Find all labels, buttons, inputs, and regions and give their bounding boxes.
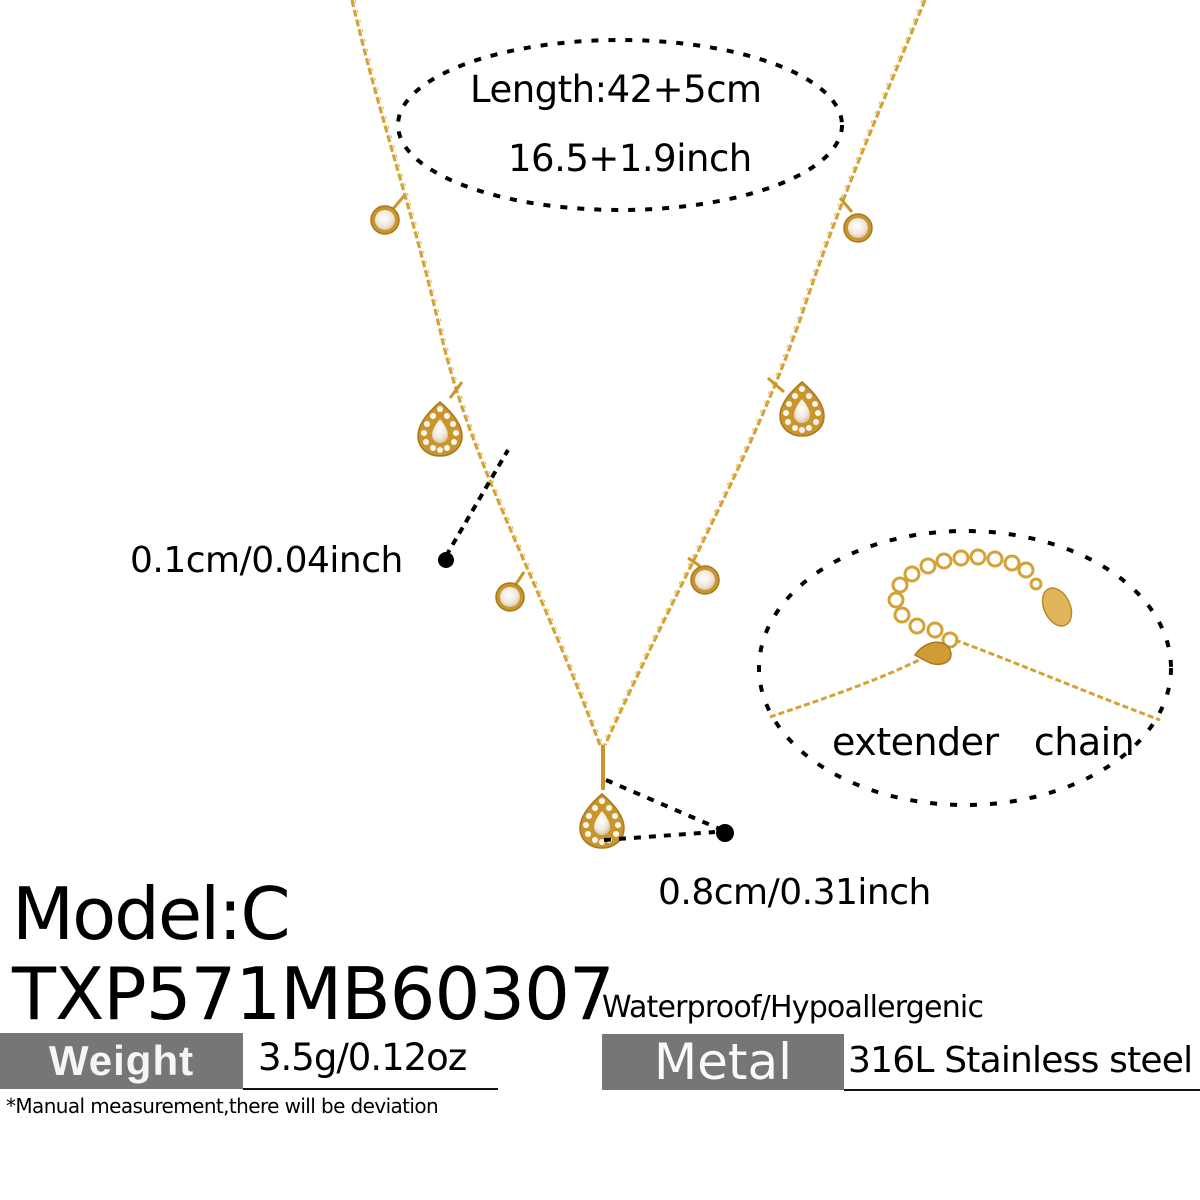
chain-left-strand — [350, 0, 604, 746]
thickness-callout-dot — [438, 552, 454, 568]
features-label: Waterproof/Hypoallergenic — [602, 990, 984, 1025]
chain-right-strand — [601, 0, 927, 746]
length-callout-ellipse — [396, 38, 844, 212]
sku-code: TXP571MB60307 — [12, 952, 615, 1036]
metal-value: 316L Stainless steel — [848, 1040, 1193, 1081]
extender-chain-illustration — [769, 548, 1161, 722]
round-pendant-top-right — [838, 197, 873, 243]
teardrop-pendant-center — [579, 745, 625, 849]
pendant-size-label: 0.8cm/0.31inch — [658, 872, 931, 913]
measurement-note: *Manual measurement,there will be deviat… — [6, 1094, 439, 1118]
model-label: Model:C — [12, 872, 291, 956]
extender-callout-ellipse — [757, 529, 1173, 807]
weight-value: 3.5g/0.12oz — [258, 1036, 467, 1079]
round-pendant-lower-left — [495, 571, 526, 612]
length-cm-label: Length:42+5cm — [470, 68, 762, 111]
pendant-callout-line-bottom — [603, 830, 716, 842]
extender-chain-label: extender chain — [832, 720, 1135, 764]
pendant-callout-line-top — [605, 778, 723, 832]
round-pendant-top-left — [370, 195, 406, 235]
chain-thickness-label: 0.1cm/0.04inch — [130, 540, 403, 581]
metal-underline — [844, 1089, 1200, 1091]
round-pendant-lower-right — [687, 556, 720, 595]
pendant-callout-dot — [716, 824, 734, 842]
weight-label-badge: Weight — [0, 1033, 243, 1089]
length-inch-label: 16.5+1.9inch — [508, 137, 752, 180]
metal-label-badge: Metal — [602, 1033, 844, 1091]
teardrop-pendant-right — [767, 376, 825, 437]
weight-underline — [243, 1088, 498, 1090]
teardrop-pendant-left — [417, 381, 464, 457]
